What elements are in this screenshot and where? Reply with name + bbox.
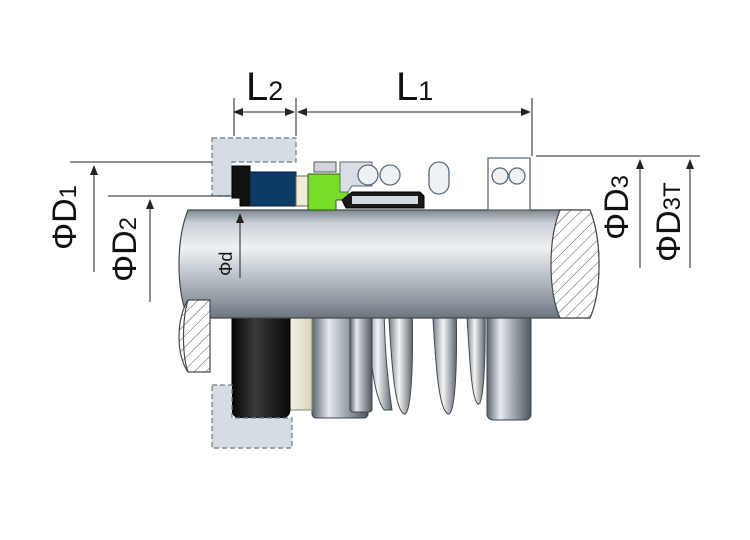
label-D3T: ΦD3T [650,182,688,262]
spring-coil [465,299,486,405]
retainer-pin [313,161,337,173]
drive-band-inner [352,196,418,204]
label-d: Φd [216,252,236,276]
label-D1: ΦD1 [46,185,84,250]
spring-wire-section [379,164,401,186]
label-D2: ΦD2 [106,217,144,282]
gland-lower [211,384,293,449]
spring-wire-section [428,161,450,195]
spring-wire-section [508,167,526,185]
seal-cross-section [231,157,531,211]
rotating-ring-section [487,157,531,211]
spring-coil [387,299,414,415]
label-L1: L1 [396,65,433,109]
dimension-labels: L2 L1 ΦD1 ΦD2 Φd ΦD3 ΦD3T [46,65,688,282]
label-D3: ΦD3 [598,175,636,240]
spring-coil [431,299,458,415]
spring-wire-section [491,167,509,185]
dimension-lines [70,98,700,302]
spring-wire-section [357,164,379,186]
seat-section [249,171,297,207]
shaft-lower-stub [182,299,189,373]
seal-lower-body [231,287,532,421]
shaft [178,209,600,373]
face-section [295,175,309,207]
shaft-body [178,209,600,319]
label-L2: L2 [246,65,283,109]
shaft-cut-end-right [550,209,600,319]
shaft-cut-end-left [178,299,211,373]
